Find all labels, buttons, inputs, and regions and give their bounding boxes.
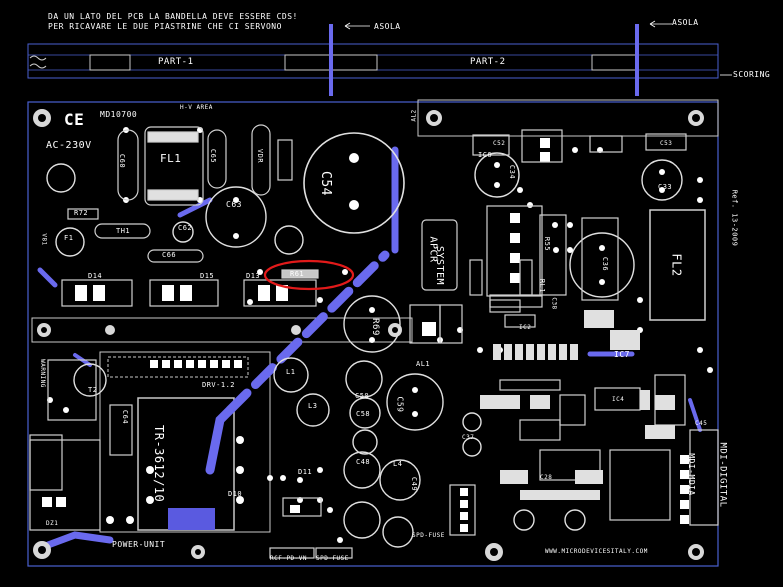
c63-label: C63	[226, 200, 242, 209]
drv-label: DRV-1.2	[202, 381, 236, 389]
ce-logo: CE	[64, 110, 85, 129]
capacitor-outlines	[46, 132, 683, 548]
al1-label: AL1	[416, 360, 431, 368]
ic-chips	[480, 310, 675, 500]
c28-label: C28	[540, 474, 553, 481]
copper-tracks	[36, 146, 702, 552]
fl1-label: FL1	[160, 152, 182, 165]
c65-label: C65	[209, 148, 218, 164]
rev-label: Ref. 13-2009	[730, 189, 739, 247]
fl2-label: FL2	[669, 253, 684, 277]
dz1-label: DZ1	[46, 520, 59, 527]
c34-label: C34	[508, 164, 517, 180]
c48-label: C48	[356, 458, 371, 466]
c49-label: C49	[410, 476, 419, 492]
part2-label: PART-2	[470, 57, 506, 67]
c37-label: C37	[462, 434, 475, 441]
c66-label: C66	[162, 251, 177, 259]
d10-label: D10	[228, 490, 243, 498]
asola-label-right: ASOLA	[672, 18, 699, 27]
ic7-label: IC7	[614, 350, 630, 359]
c38-label: C38	[550, 297, 558, 310]
rl1-label: RL1	[538, 278, 547, 294]
ic2-label: IC2	[519, 324, 532, 331]
c54-label: C54	[317, 171, 333, 196]
r61-label: R61	[290, 270, 305, 278]
transformer-label: TR-3612/10	[152, 425, 166, 503]
header-pins	[42, 138, 689, 532]
hv-area-label: H-V AREA	[180, 104, 213, 111]
warning-label: WARNING	[38, 359, 46, 388]
c50-label: C50	[355, 392, 370, 400]
copper-pad-large	[168, 508, 215, 530]
d15-label: D15	[200, 272, 215, 280]
c53-label: C53	[660, 140, 673, 147]
highlight-ellipse	[263, 259, 355, 291]
c64-label: C64	[121, 409, 130, 425]
mdi-title-label: MDI-DIGITAL	[717, 442, 728, 508]
scoring-panel	[27, 24, 732, 96]
spd-fuse-label-left: SPD-FUSE	[316, 555, 349, 562]
rcf-label: RCF-PD-VN	[270, 555, 308, 562]
vdr-label: VDR	[256, 148, 265, 164]
c69-label: R69	[369, 318, 380, 336]
c59-label: C59	[395, 396, 405, 413]
component-outlines	[29, 124, 719, 559]
l6-label: L4	[393, 460, 403, 468]
l1-label: L1	[286, 368, 296, 376]
header-note-line1: DA UN LATO DEL PCB LA BANDELLA DEVE ESSE…	[48, 12, 298, 21]
al2-label: AL2	[410, 109, 418, 122]
d14-label: D14	[88, 272, 103, 280]
c36-label: C36	[601, 256, 610, 272]
ic6-label: IC6	[478, 151, 493, 159]
c33-label: C33	[658, 183, 673, 191]
spd-fuse-label-right: SPD-FUSE	[412, 532, 445, 539]
th1-label: TH1	[116, 227, 131, 235]
power-unit-label: POWER-UNIT	[112, 540, 166, 549]
f1-label: F1	[64, 234, 74, 242]
v81-label: V81	[40, 233, 48, 246]
part-number: MD10700	[100, 110, 138, 119]
d11-label: D11	[298, 468, 313, 476]
c58-label: C58	[356, 410, 371, 418]
c45-label: C45	[695, 420, 708, 427]
mounting-holes	[33, 109, 704, 561]
c52-label: C52	[493, 140, 506, 147]
part1-label: PART-1	[158, 57, 194, 67]
scoring-label: SCORING	[733, 70, 771, 79]
ic4-label: IC4	[612, 396, 625, 403]
asola-arrows	[344, 20, 672, 30]
r72-label: R72	[74, 209, 89, 217]
url-label: WWW.MICRODEVICESITALY.COM	[545, 548, 648, 555]
l3-label: L3	[308, 402, 318, 410]
c62-label: C62	[178, 224, 193, 232]
c60-label: C60	[118, 153, 127, 169]
asola-label-left: ASOLA	[374, 22, 401, 31]
mdi-sub-label: MDI-MDIA	[686, 453, 696, 496]
header-note-line2: PER RICAVARE LE DUE PIASTRINE CHE CI SER…	[48, 22, 282, 31]
ac-input-label: AC-230V	[46, 140, 92, 151]
t2-label: T2	[88, 386, 98, 394]
r55-label: R55	[543, 236, 552, 252]
system-label: SYSTEM	[434, 245, 446, 286]
d13-label: D13	[246, 272, 261, 280]
